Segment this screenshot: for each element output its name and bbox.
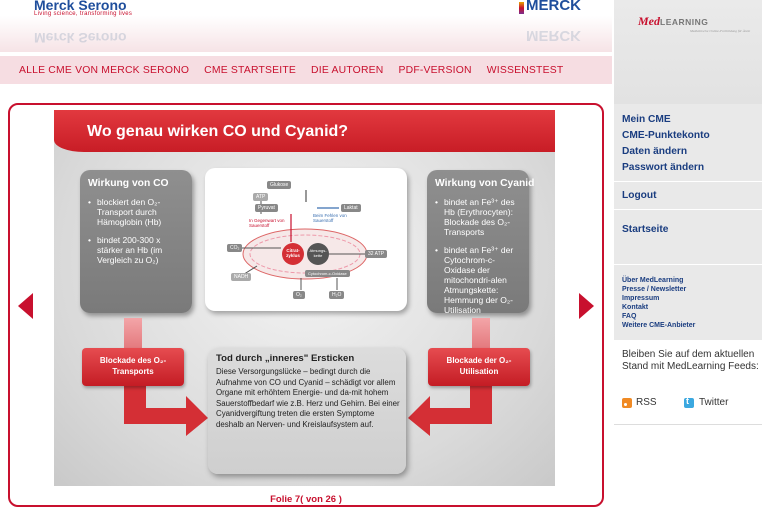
sidebar-logout[interactable]: Logout [622, 190, 657, 201]
medlearning-logo-sub: Medizinische Online-Fortbildung für Ärzt… [690, 29, 751, 33]
card-wirkung-cyanid-title: Wirkung von Cyanid [435, 178, 535, 189]
prev-slide-arrow-icon[interactable] [18, 293, 33, 319]
blockade-o2-utilisation-box: Blockade der O₂-Utilisation [428, 348, 530, 386]
sidebar-header: MedLEARNING Medizinische Online-Fortbild… [614, 0, 762, 104]
twitter-label: Twitter [699, 397, 729, 408]
merck-logo-mark-icon [519, 2, 524, 14]
blockade-o2-transport-box: Blockade des O₂-Transports [82, 348, 184, 386]
card-tod-ersticken-text: Diese Versorgungslücke – bedingt durch d… [216, 367, 400, 429]
merck-serono-tagline: Living science, transforming lives [34, 11, 133, 17]
next-slide-arrow-icon[interactable] [579, 293, 594, 319]
metabolism-diagram-svg [240, 190, 368, 290]
sidebar-startseite[interactable]: Startseite [622, 224, 669, 235]
rss-icon [622, 397, 632, 408]
diagram-o2: O₂ [293, 291, 305, 299]
diagram-cytochrom: Cytochrom-c-Oxidase [305, 270, 350, 277]
sidebar-passwort-aendern[interactable]: Passwort ändern [622, 162, 705, 173]
metabolism-diagram: Glukose Pyruvat Laktat ATP Beim Fehlen v… [205, 168, 407, 311]
sidebar-feeds-text: Bleiben Sie auf dem aktuellen Stand mit … [622, 349, 759, 372]
card-wirkung-cyanid-list: bindet an Fe³⁺ des Hb (Erythrocyten): Bl… [435, 197, 523, 315]
sidebar-ueber-medlearning[interactable]: Über MedLearning [622, 277, 684, 284]
merck-logo[interactable]: MERCK [526, 0, 581, 14]
diagram-laktat: Laktat [341, 204, 361, 212]
slide-title-bar: Wo genau wirken CO und Cyanid? [54, 110, 555, 152]
card-tod-ersticken: Tod durch „inneres" Ersticken Diese Vers… [208, 348, 406, 474]
nav-wissenstest[interactable]: WISSENSTEST [486, 64, 564, 76]
diagram-h2o: H₂O [329, 291, 345, 299]
zitratzyklus-circle [282, 243, 304, 265]
card-wirkung-cyanid-bullet: bindet an Fe³⁺ der Cytochrom-c-Oxidase d… [435, 245, 523, 315]
blockade-o2-transport-label: Blockade des O₂-Transports [99, 356, 167, 376]
sidebar-faq[interactable]: FAQ [622, 313, 637, 320]
arrow-right-to-center-icon [408, 378, 492, 436]
diagram-co2: CO₂ [227, 244, 243, 252]
card-wirkung-cyanid: Wirkung von Cyanid bindet an Fe³⁺ des Hb… [427, 170, 535, 315]
card-wirkung-co-list: blockiert den O₂-Transport durch Hämoglo… [88, 197, 186, 265]
diagram-mit-o2: In Gegenwart von Sauerstoff [249, 218, 285, 228]
sidebar-presse-newsletter[interactable]: Presse / Newsletter [622, 286, 687, 293]
card-wirkung-co: Wirkung von CO blockiert den O₂-Transpor… [80, 170, 192, 313]
diagram-nadh: NADH [231, 273, 252, 281]
main-nav: ALLE CME VON MERCK SERONO CME STARTSEITE… [0, 56, 612, 84]
slide-title: Wo genau wirken CO und Cyanid? [87, 123, 349, 140]
twitter-icon [684, 396, 694, 408]
card-wirkung-co-bullet: blockiert den O₂-Transport durch Hämoglo… [88, 197, 186, 227]
connector-left [124, 318, 142, 348]
nav-alle-cme[interactable]: ALLE CME VON MERCK SERONO [19, 64, 190, 76]
blockade-o2-utilisation-label: Blockade der O₂-Utilisation [446, 356, 512, 376]
sidebar-kontakt[interactable]: Kontakt [622, 304, 649, 311]
card-wirkung-co-bullet: bindet 200-300 x stärker an Hb (im Vergl… [88, 235, 186, 265]
sidebar-daten-aendern[interactable]: Daten ändern [622, 146, 688, 157]
sidebar-divider [614, 209, 762, 210]
slide-counter: Folie 7( von 26 ) [270, 494, 342, 505]
card-tod-ersticken-title: Tod durch „inneres" Ersticken [216, 353, 355, 364]
diagram-glukose: Glukose [267, 181, 292, 189]
sidebar-divider [614, 181, 762, 182]
card-wirkung-cyanid-bullet: bindet an Fe³⁺ des Hb (Erythrocyten): Bl… [435, 197, 523, 237]
card-wirkung-co-title: Wirkung von CO [88, 178, 169, 189]
merck-serono-logo-text: Merck Serono [34, 0, 127, 13]
diagram-atmungskette: Atmungs-kette [309, 248, 327, 258]
sidebar-footer-space [614, 424, 762, 508]
nav-die-autoren[interactable]: DIE AUTOREN [311, 64, 384, 76]
diagram-zitrat: Citrat-zyklus [286, 248, 300, 258]
sidebar-feeds-panel [614, 340, 762, 424]
connector-right [472, 318, 490, 348]
twitter-link[interactable]: Twitter [684, 396, 729, 408]
merck-logo-reflection: MERCK [526, 27, 581, 44]
rss-label: RSS [636, 397, 657, 408]
diagram-pyruvat: Pyruvat [255, 204, 278, 212]
sidebar-impressum[interactable]: Impressum [622, 295, 660, 302]
sidebar-weitere-cme-anbieter[interactable]: Weitere CME-Anbieter [622, 322, 696, 329]
atmungskette-circle [307, 243, 329, 265]
nav-cme-startseite[interactable]: CME STARTSEITE [204, 64, 297, 76]
rss-link[interactable]: RSS [622, 397, 657, 408]
medlearning-logo-med: Med [638, 14, 660, 28]
diagram-atp-small: ATP [253, 193, 269, 201]
sidebar-divider [614, 264, 762, 265]
merck-serono-logo-reflection: Merck Serono [34, 30, 127, 46]
diagram-ohne-o2: Beim Fehlen von Sauerstoff [313, 213, 347, 223]
diagram-atp32: 32 ATP [365, 250, 388, 258]
sidebar-cme-punktekonto[interactable]: CME-Punktekonto [622, 130, 710, 141]
sidebar-mein-cme[interactable]: Mein CME [622, 114, 671, 125]
merck-serono-logo[interactable]: Merck Serono Living science, transformin… [34, 0, 132, 17]
arrow-left-to-center-icon [124, 378, 208, 436]
header-banner: Merck Serono Living science, transformin… [0, 0, 612, 52]
medlearning-logo[interactable]: MedLEARNING Medizinische Online-Fortbild… [638, 14, 750, 33]
sidebar: MedLEARNING Medizinische Online-Fortbild… [614, 0, 762, 508]
slide: Wo genau wirken CO und Cyanid? Wirkung v… [54, 110, 555, 486]
nav-pdf-version[interactable]: PDF-VERSION [398, 64, 472, 76]
medlearning-logo-learning: LEARNING [660, 17, 709, 27]
